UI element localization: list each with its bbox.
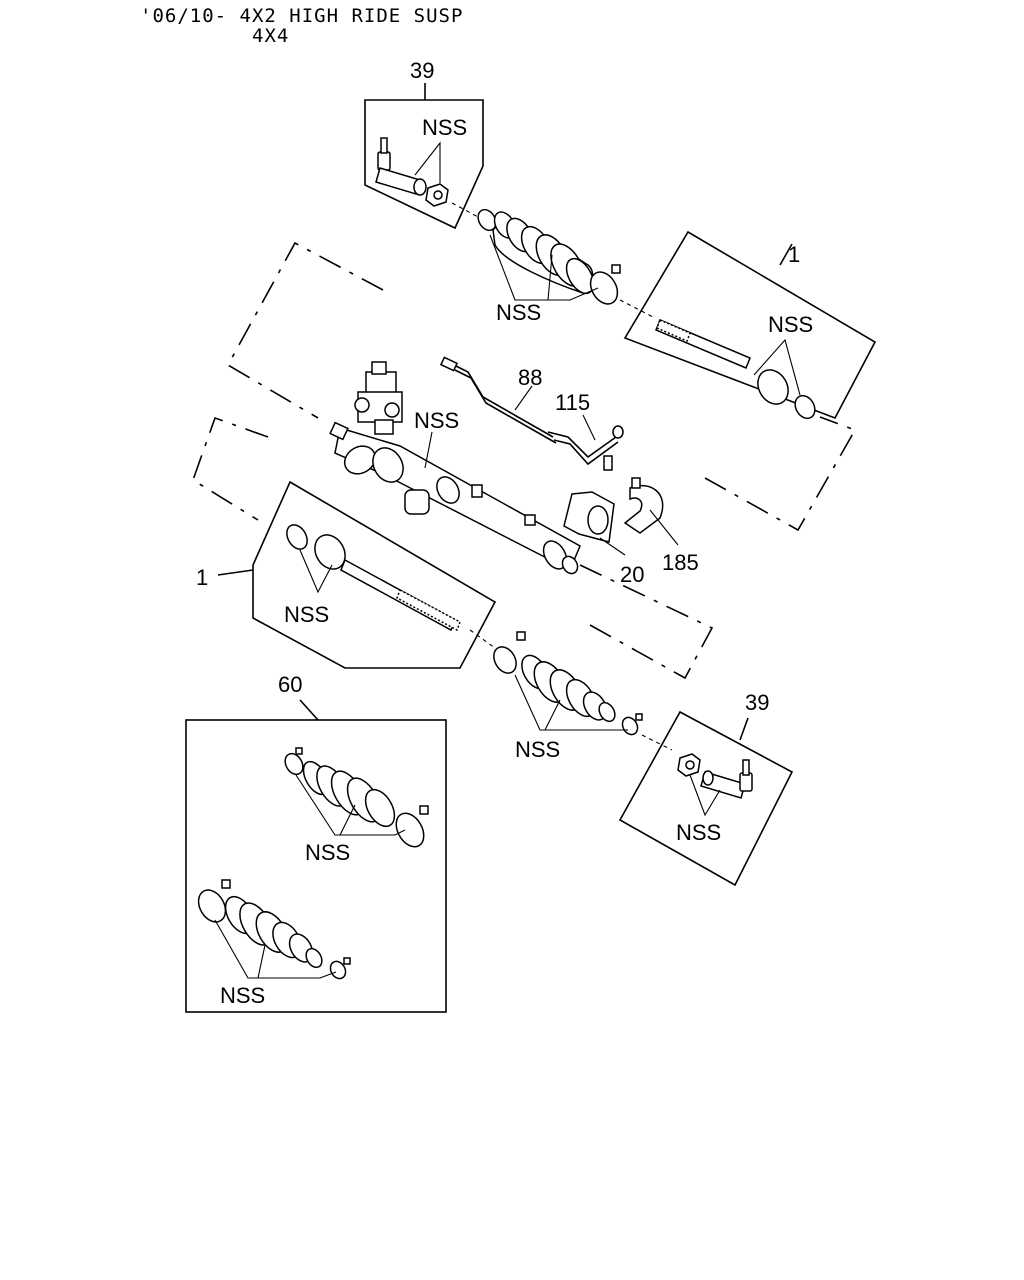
- label-nss-kit-bottom: NSS: [220, 983, 265, 1008]
- header-line-2: 4X4: [252, 25, 290, 47]
- label-1-right: 1: [788, 242, 800, 267]
- return-pipe-115: [547, 425, 624, 471]
- boot-kit-box: [185, 699, 447, 1013]
- bush-20: [563, 491, 615, 543]
- label-1-left: 1: [196, 565, 208, 590]
- label-nss-rod-right: NSS: [768, 312, 813, 337]
- boot-lower: [493, 631, 643, 736]
- bracket-185: [623, 477, 664, 534]
- tie-rod-end-top: [375, 137, 427, 196]
- inner-tie-rod-box-left: [217, 480, 497, 669]
- label-39-top: 39: [410, 58, 434, 83]
- tie-rod-end-box-bottom: [618, 710, 794, 887]
- tie-rod-end-bottom: [700, 759, 753, 799]
- label-nss-rack: NSS: [414, 408, 459, 433]
- label-nss-boot-top: NSS: [496, 300, 541, 325]
- rack-housing: [329, 361, 581, 575]
- castle-nut-top: [425, 183, 449, 207]
- boot-upper: [477, 208, 621, 305]
- label-60: 60: [278, 672, 302, 697]
- header-line-1: '06/10- 4X2 HIGH RIDE SUSP: [140, 5, 464, 27]
- kit-boot-bottom: [197, 879, 351, 980]
- label-20: 20: [620, 562, 644, 587]
- label-nss-kit-top: NSS: [305, 840, 350, 865]
- inner-tie-rod-right: [655, 318, 816, 420]
- inner-tie-rod-box-right: [623, 230, 877, 420]
- label-nss-rod-left: NSS: [284, 602, 329, 627]
- valve-body: [354, 361, 403, 435]
- label-nss-tie-bottom: NSS: [676, 820, 721, 845]
- label-nss-boot-lower: NSS: [515, 737, 560, 762]
- label-185: 185: [662, 550, 699, 575]
- inner-tie-rod-left: [286, 524, 461, 632]
- castle-nut-bottom: [677, 753, 701, 777]
- label-nss-tie-top: NSS: [422, 115, 467, 140]
- label-39-bottom: 39: [745, 690, 769, 715]
- label-115: 115: [555, 390, 590, 415]
- kit-boot-top: [284, 747, 429, 848]
- label-88: 88: [518, 365, 542, 390]
- rack-assembly-outline: [192, 241, 857, 680]
- tie-rod-end-box-top: [364, 83, 484, 230]
- pressure-pipe-88: [439, 356, 557, 444]
